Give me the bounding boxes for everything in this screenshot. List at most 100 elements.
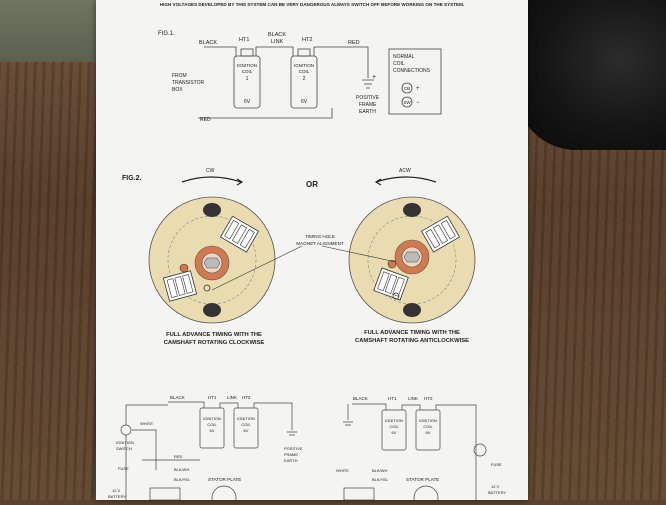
normal-connections-box: [388, 48, 442, 115]
normal-line1: NORMAL: [393, 54, 415, 60]
cw-label: CW: [206, 168, 215, 174]
fig3-left-switch-2: SWITCH: [116, 446, 132, 451]
fig3-rc2-t1: IGNITION: [419, 418, 437, 423]
fig1-wire-red-top: [313, 46, 369, 78]
fig1-from-1: FROM: [172, 73, 187, 79]
fig3-left-coil2: [233, 407, 259, 449]
fig3-right-earth-symbol: [343, 404, 353, 426]
fig3-left-ht2: HT2: [242, 395, 251, 400]
sheet-drawing: HIGH VOLTAGES DEVELOPED BY THIS SYSTEM C…: [108, 2, 506, 505]
acw-arrowhead-icon: [374, 178, 382, 186]
caption-right-1: FULL ADVANCE TIMING WITH THE: [364, 330, 460, 336]
right-bottom-screw-icon: [403, 303, 421, 317]
fig3-right-ignition-switch-icon: [473, 443, 487, 457]
fig3-left-link: LINK: [227, 395, 237, 400]
normal-line3: CONNECTIONS: [393, 68, 431, 74]
fig3-rc1-t2: COIL: [389, 424, 399, 429]
fig3-lc1-t3: 6V: [210, 428, 215, 433]
cb-label: CB: [404, 86, 410, 91]
fig2-label: FIG.2.: [122, 175, 142, 182]
fig3-right-battery-2: BATTERY: [488, 490, 506, 495]
fig3-right-coil1: [381, 409, 407, 451]
or-label: OR: [306, 180, 318, 189]
normal-line2: COIL: [393, 61, 405, 67]
caption-left-1: FULL ADVANCE TIMING WITH THE: [166, 332, 262, 338]
fig3-right-ht2: HT2: [424, 396, 433, 401]
fig3-left-stator: STATOR PLATE: [208, 477, 241, 482]
fig3-lc1-t2: COIL: [207, 422, 217, 427]
fig3-left-earth-1: POSITIVE: [284, 446, 303, 451]
fig3-left-battery-2: BATTERY: [108, 494, 126, 499]
coil2-volt: 6V: [301, 99, 308, 105]
timing-label-2: MAGNET ALIGNMENT: [296, 241, 344, 246]
coil1-line1: IGNITION: [237, 63, 257, 68]
cb-terminal-icon: [401, 82, 413, 94]
fig3-right-coil2: [415, 409, 441, 451]
fig1-black-link-2: LINK: [271, 39, 284, 45]
coil2-line1: IGNITION: [294, 63, 314, 68]
right-pickup-bottom-icon: [373, 267, 409, 301]
fig3-left-fuse: FUSE: [118, 466, 129, 471]
coil1-line2: COIL: [242, 69, 253, 74]
fig3-right-blkwh: BLK/WH: [372, 468, 387, 473]
fig3-right-ht1: HT1: [388, 396, 397, 401]
fig1-ht1-label: HT1: [239, 37, 249, 43]
fig3-rc2-t2: COIL: [423, 424, 433, 429]
fig1-black-link-1: BLACK: [268, 32, 286, 38]
fig1-label: FIG.1.: [158, 31, 175, 37]
fig3-right-fuse: FUSE: [491, 462, 502, 467]
coil2-line3: 2: [303, 76, 306, 82]
fig1-wire-black: [204, 46, 237, 56]
fig2: FIG.2. CW OR ACW: [122, 168, 476, 346]
fig3-right-stator: STATOR PLATE: [406, 477, 439, 482]
left-pickup-top-icon: [219, 215, 260, 253]
fig3-right-link: LINK: [408, 396, 418, 401]
fig3: BLACK HT1 LINK HT2 IGNITION COIL 6V IGNI…: [108, 395, 506, 505]
fig1-earth-1: POSITIVE: [356, 95, 380, 101]
fig1-ht2-label: HT2: [302, 37, 312, 43]
fig1: FIG.1. BLACK HT1 BLACK LINK HT2 RED IGNI…: [158, 31, 442, 123]
timing-pointer-left: [211, 245, 303, 291]
black-cloth: [516, 0, 666, 150]
fig3-right-stator-icon: [413, 485, 439, 505]
fig3-left-red: RED: [174, 454, 183, 459]
fig3-left-earth-3: EARTH: [284, 458, 298, 463]
fig3-rc1-t3: 6V: [392, 430, 397, 435]
fig3-left-blkwh: BLK/WH: [174, 467, 189, 472]
fig3-right-wires: [352, 403, 477, 500]
fig3-left-switch-wires: [125, 404, 200, 500]
sw-label: SW: [403, 100, 411, 105]
fig3-right-box: [343, 487, 375, 501]
fig1-from-2: TRANSISTOR: [172, 80, 205, 86]
acw-label: ACW: [399, 168, 411, 174]
left-timing-hole-icon: [203, 284, 211, 292]
fig1-from-3: BOX: [172, 87, 183, 93]
fig1-earth-3: EARTH: [359, 109, 376, 115]
fig3-right-white: WHITE: [336, 468, 349, 473]
coil1-terminal: [240, 48, 254, 57]
fig3-lc2-t2: COIL: [241, 422, 251, 427]
wiring-diagram-sheet: HIGH VOLTAGES DEVELOPED BY THIS SYSTEM C…: [96, 0, 528, 505]
fig3-left-ignition-switch-icon: [120, 424, 132, 436]
fig1-red-top: RED: [348, 40, 360, 46]
fig3-rc1-t1: IGNITION: [385, 418, 403, 423]
fig1-earth-2: FRAME: [359, 102, 377, 108]
fig3-lc1-t1: IGNITION: [203, 416, 221, 421]
caption-right-2: CAMSHAFT ROTATING ANTICLOCKWISE: [355, 338, 469, 344]
fig3-left-wires: [168, 401, 293, 430]
coil1-line3: 1: [246, 76, 249, 82]
fig3-left-box: [149, 487, 181, 501]
left-pickup-bottom-icon: [162, 270, 198, 302]
right-top-screw-icon: [403, 203, 421, 217]
cw-arrow-icon: [181, 176, 242, 183]
coil2-terminal: [297, 48, 311, 57]
fig3-left-white: WHITE: [140, 421, 153, 426]
fig3-right-black: BLACK: [353, 396, 368, 401]
fig3-left-coil1: [199, 407, 225, 449]
fig3-left-earth-symbol: [287, 431, 297, 436]
sw-minus: −: [416, 100, 420, 106]
timing-label-1: TIMING HOLE: [305, 234, 335, 239]
fig1-wire-link: [255, 46, 294, 56]
warning-text: HIGH VOLTAGES DEVELOPED BY THIS SYSTEM C…: [160, 2, 464, 7]
coil1-volt: 6V: [244, 99, 251, 105]
